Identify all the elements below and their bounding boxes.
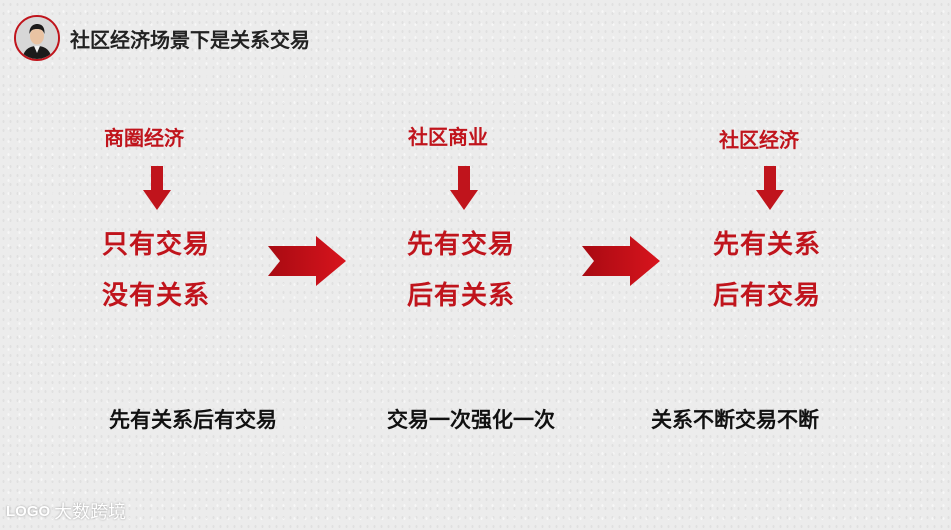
watermark-text: 大数跨境 bbox=[54, 498, 126, 524]
column-2-caption: 交易一次强化一次 bbox=[387, 404, 555, 434]
presenter-portrait-icon bbox=[16, 17, 58, 59]
column-2-subtitle: 社区商业 bbox=[408, 121, 488, 150]
column-2-line-2: 后有关系 bbox=[407, 275, 515, 312]
down-arrow-icon bbox=[756, 166, 784, 210]
down-arrow-icon bbox=[143, 166, 171, 210]
down-arrow-icon bbox=[450, 166, 478, 210]
right-chevron-arrow-icon bbox=[582, 236, 662, 286]
watermark: LOGO 大数跨境 bbox=[6, 498, 126, 524]
right-chevron-arrow-icon bbox=[268, 236, 348, 286]
column-2-line-1: 先有交易 bbox=[407, 224, 515, 261]
column-3-line-1: 先有关系 bbox=[713, 224, 821, 261]
column-3-subtitle: 社区经济 bbox=[719, 124, 799, 153]
column-1-line-2: 没有关系 bbox=[102, 275, 210, 312]
column-3-line-2: 后有交易 bbox=[713, 275, 821, 312]
avatar bbox=[14, 15, 60, 61]
column-1-subtitle: 商圈经济 bbox=[104, 122, 184, 151]
column-1-line-1: 只有交易 bbox=[102, 224, 210, 261]
watermark-logo: LOGO bbox=[6, 503, 50, 520]
page-title: 社区经济场景下是关系交易 bbox=[70, 24, 310, 53]
column-1-caption: 先有关系后有交易 bbox=[109, 404, 277, 434]
column-3-caption: 关系不断交易不断 bbox=[651, 404, 819, 434]
